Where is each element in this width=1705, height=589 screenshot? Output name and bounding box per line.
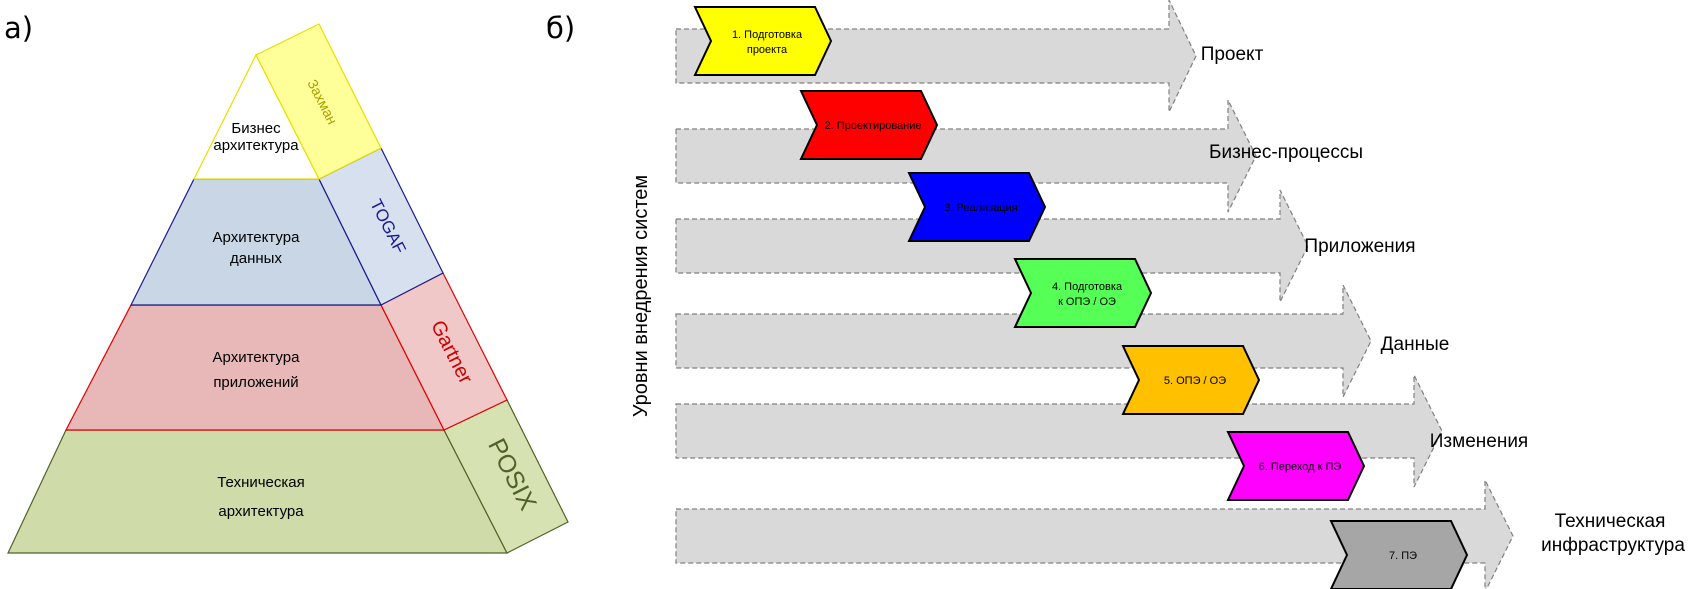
step-chevron: [1329, 520, 1469, 589]
step-chevron: [799, 90, 939, 160]
step-label: 6. Переход к ПЭ: [1259, 461, 1342, 473]
step-label: 3. Реализация: [944, 202, 1017, 214]
step-label: 7. ПЭ: [1389, 550, 1417, 562]
level-label: Изменения: [1430, 431, 1528, 452]
step-label: 5. ОПЭ / ОЭ: [1164, 375, 1226, 387]
level-labels: ПроектБизнес-процессыПриложенияДанныеИзм…: [1201, 44, 1686, 556]
level-arrow: [675, 0, 1197, 113]
level-label: Данные: [1381, 334, 1450, 355]
step-label: 2. Проектирование: [824, 120, 921, 132]
level-arrow: [675, 284, 1372, 398]
level-label: Бизнес-процессы: [1209, 142, 1363, 163]
technical-architecture-face: [7, 429, 508, 554]
step-chevron: [1013, 258, 1153, 328]
zachman-side-face: [255, 23, 382, 180]
panel-a-label: а): [4, 11, 33, 45]
level-arrow: [675, 374, 1443, 488]
level-label: Проект: [1201, 44, 1264, 65]
axis-label: Уровни внедрения систем: [630, 175, 652, 417]
level-arrows: [675, 0, 1514, 589]
level-arrow: [675, 189, 1309, 303]
level-arrow: [675, 479, 1514, 589]
step-chevron: [907, 172, 1047, 242]
application-architecture-face: [65, 304, 445, 431]
step-chevron: [693, 6, 833, 76]
step-chevron: [1121, 345, 1261, 415]
step-chevron: [1226, 431, 1366, 501]
level-label: Приложения: [1304, 236, 1415, 257]
panel-b-label: б): [546, 11, 575, 45]
level-arrow: [675, 99, 1257, 213]
